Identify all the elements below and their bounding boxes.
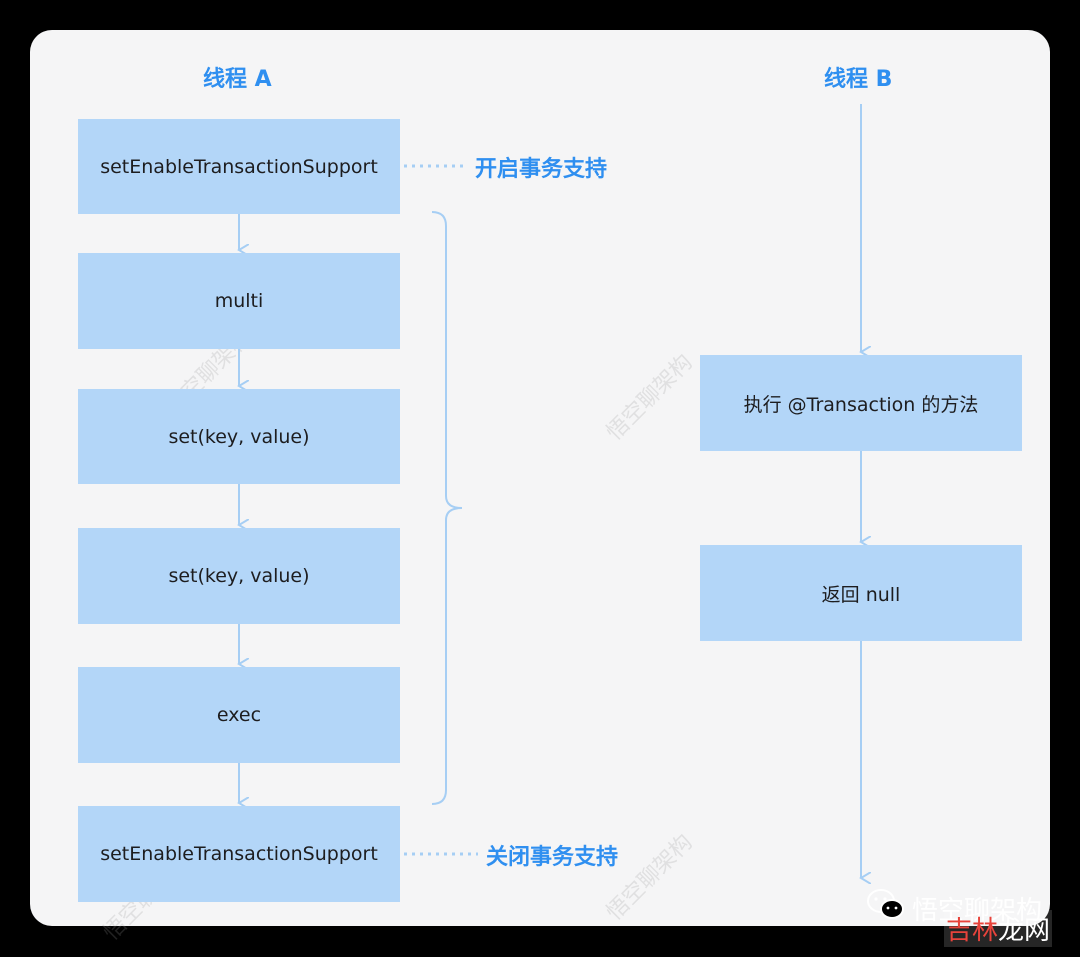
step-execute-transaction-method: 执行 @Transaction 的方法 <box>700 355 1022 451</box>
step-label: setEnableTransactionSupport <box>100 155 378 178</box>
step-label: 执行 @Transaction 的方法 <box>743 393 979 416</box>
close-transaction-note: 关闭事务支持 <box>486 845 619 870</box>
step-label: set(key, value) <box>168 425 310 448</box>
step-label: exec <box>216 704 262 726</box>
thread-b-title: 线程 B <box>824 67 893 92</box>
source-part-a: 吉林 <box>946 916 999 946</box>
step-enable-transaction: setEnableTransactionSupport <box>78 119 400 214</box>
thread-a-title: 线程 A <box>203 67 272 92</box>
source-part-b: 龙网 <box>998 916 1051 946</box>
step-return-null: 返回 null <box>700 545 1022 641</box>
step-label: multi <box>214 290 264 312</box>
account-name: 悟空聊架构 <box>912 896 1043 926</box>
source-watermark: 吉林龙网 <box>944 910 1053 947</box>
step-label: 返回 null <box>821 583 901 606</box>
open-transaction-note: 开启事务支持 <box>475 157 608 182</box>
step-set-2: set(key, value) <box>78 528 400 624</box>
step-set-1: set(key, value) <box>78 389 400 484</box>
wechat-icon <box>866 888 906 926</box>
step-label: setEnableTransactionSupport <box>100 843 378 865</box>
transaction-brace <box>431 211 463 805</box>
step-disable-transaction: setEnableTransactionSupport <box>78 806 400 902</box>
step-label: set(key, value) <box>168 565 310 587</box>
step-multi: multi <box>78 253 400 349</box>
step-exec: exec <box>78 667 400 763</box>
